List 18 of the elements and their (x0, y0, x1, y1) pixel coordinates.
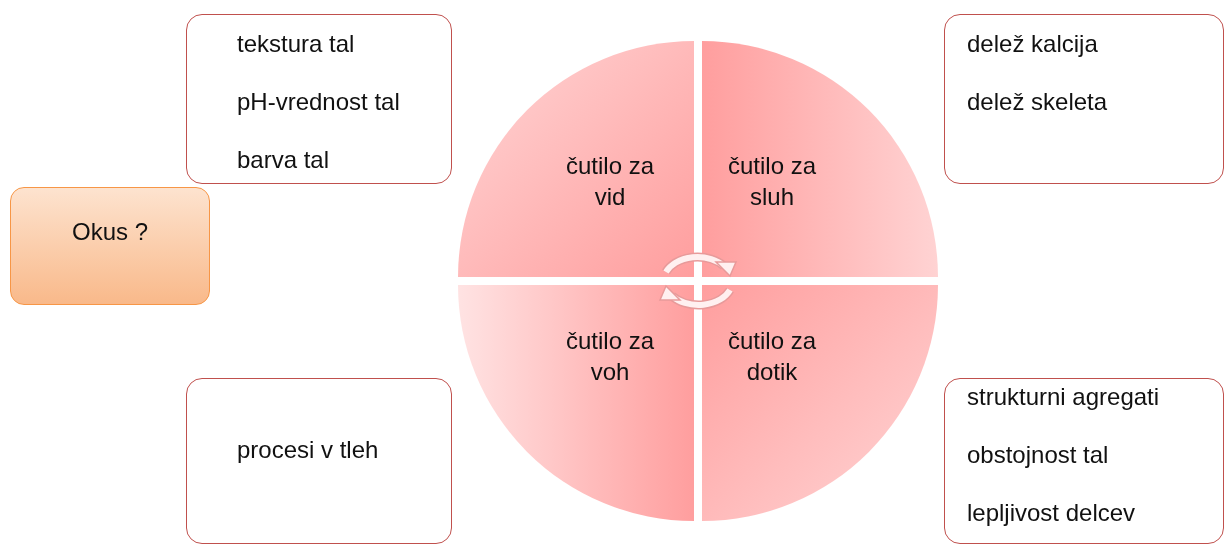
list-item: delež kalcija (967, 29, 1099, 59)
label-box: Okus ? (10, 187, 210, 305)
segment-label: čutilo za sluh (726, 151, 817, 212)
list-item: delež skeleta (967, 87, 1109, 117)
list-item: obstojnost tal (967, 440, 1110, 470)
list-item: strukturni agregati (967, 382, 1161, 412)
text-box (944, 378, 1224, 544)
text-box (944, 14, 1224, 184)
segment-label: čutilo za voh (564, 326, 655, 387)
text-box (186, 378, 452, 544)
list-item: barva tal (237, 145, 331, 175)
list-item: lepljivost delcev (967, 498, 1137, 528)
list-item: tekstura tal (237, 29, 356, 59)
list-item: pH-vrednost tal (237, 87, 401, 117)
list-item: procesi v tleh (237, 435, 380, 465)
segment-label: čutilo za vid (564, 151, 655, 212)
text-box (186, 14, 452, 184)
segment-label: čutilo za dotik (726, 326, 817, 387)
